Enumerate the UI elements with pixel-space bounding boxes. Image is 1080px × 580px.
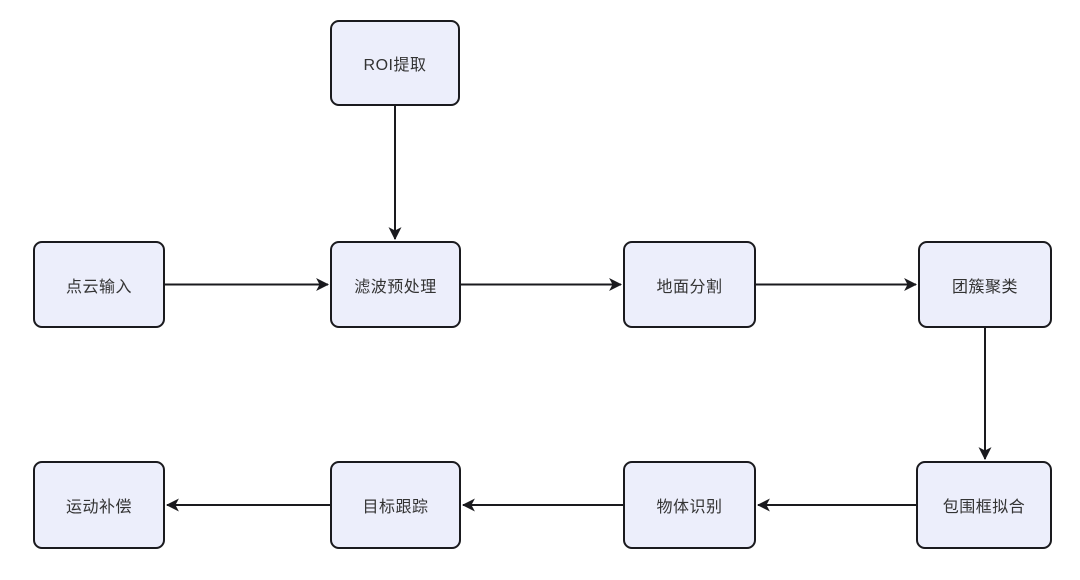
node-ground-segmentation: 地面分割 xyxy=(623,241,756,328)
node-label-motion-compensation: 运动补偿 xyxy=(65,499,132,516)
node-motion-compensation: 运动补偿 xyxy=(33,461,165,549)
node-pointcloud-input: 点云输入 xyxy=(33,241,165,328)
node-roi-extraction: ROI提取 xyxy=(330,20,460,106)
node-label-object-recognition: 物体识别 xyxy=(656,499,723,516)
node-target-tracking: 目标跟踪 xyxy=(330,461,461,549)
node-label-filter-preprocessing: 滤波预处理 xyxy=(354,278,437,296)
node-bounding-box-fitting: 包围框拟合 xyxy=(916,461,1052,549)
node-filter-preprocessing: 滤波预处理 xyxy=(330,241,461,328)
edge-lines xyxy=(165,106,992,512)
node-object-recognition: 物体识别 xyxy=(623,461,756,549)
node-label-roi-extraction: ROI提取 xyxy=(363,57,427,74)
node-cluster-clustering: 团簇聚类 xyxy=(918,241,1052,328)
node-label-cluster-clustering: 团簇聚类 xyxy=(951,278,1018,296)
node-label-ground-segmentation: 地面分割 xyxy=(656,278,723,296)
node-label-target-tracking: 目标跟踪 xyxy=(362,499,429,516)
node-label-bounding-box-fitting: 包围框拟合 xyxy=(942,499,1026,516)
node-label-pointcloud-input: 点云输入 xyxy=(65,278,132,296)
